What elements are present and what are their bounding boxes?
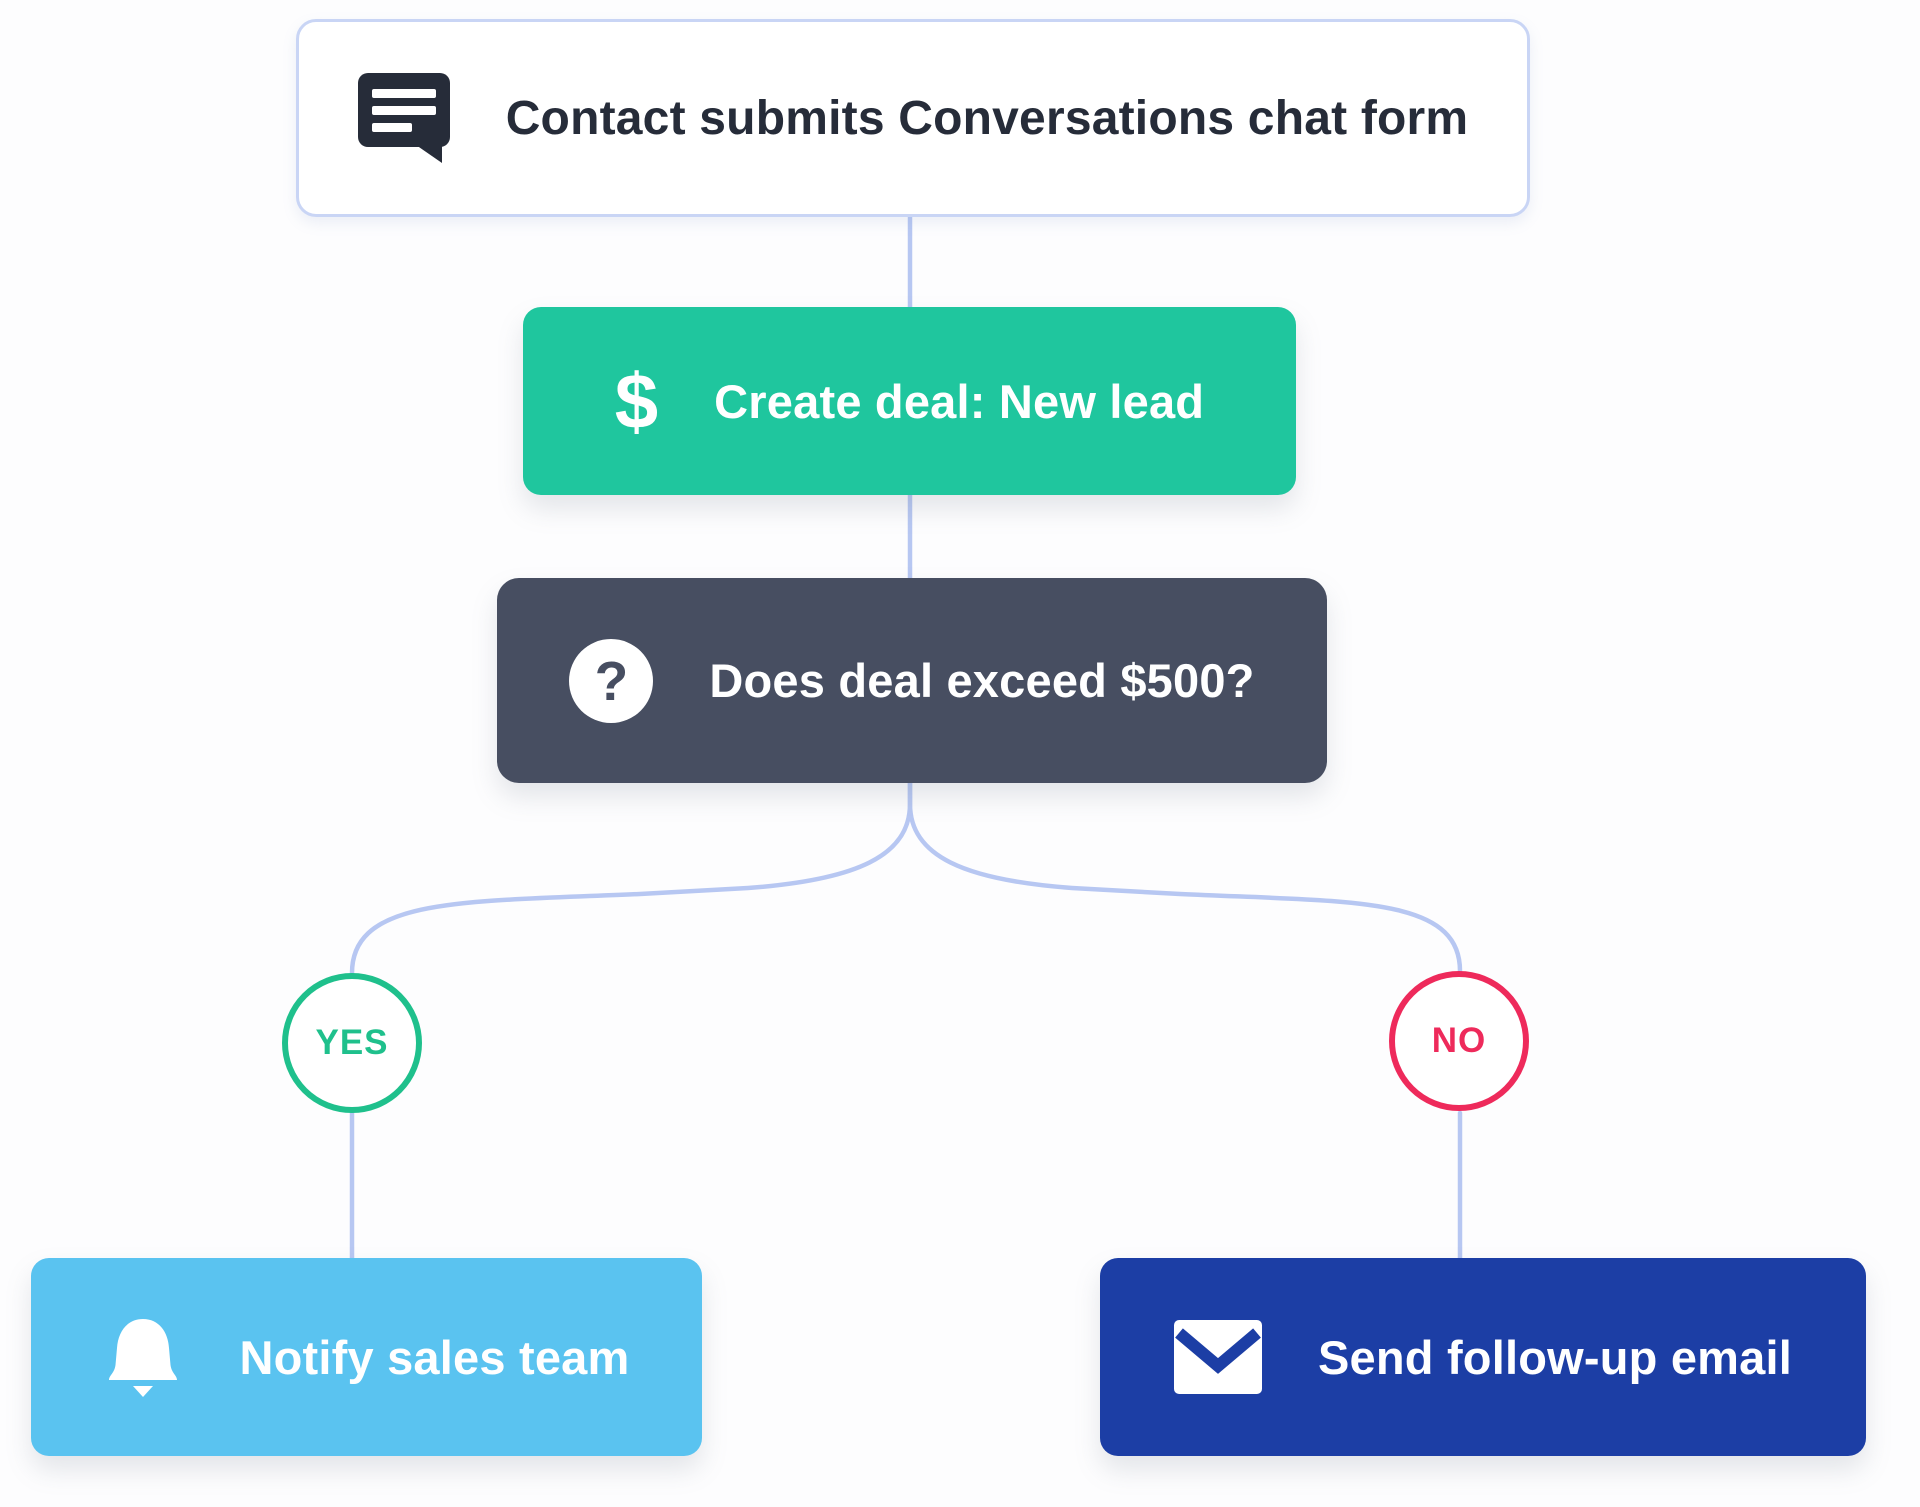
notify-label: Notify sales team	[239, 1330, 630, 1384]
dollar-icon: $	[614, 357, 659, 445]
bell-icon	[103, 1315, 183, 1399]
trigger-node[interactable]: Contact submits Conversations chat form	[296, 19, 1530, 217]
no-badge[interactable]: NO	[1389, 971, 1529, 1111]
followup-email-label: Send follow-up email	[1317, 1330, 1793, 1384]
connector-branch-yes	[349, 780, 913, 976]
connector-branch-no	[907, 780, 1463, 974]
envelope-icon	[1173, 1320, 1262, 1394]
condition-node[interactable]: ? Does deal exceed $500?	[497, 578, 1327, 783]
followup-email-node[interactable]: Send follow-up email	[1100, 1258, 1866, 1456]
question-icon: ?	[569, 638, 654, 723]
trigger-label: Contact submits Conversations chat form	[505, 91, 1469, 145]
yes-badge[interactable]: YES	[282, 973, 422, 1113]
yes-label: YES	[315, 1023, 389, 1062]
create-deal-node[interactable]: $ Create deal: New lead	[523, 307, 1296, 495]
condition-label: Does deal exceed $500?	[709, 654, 1255, 707]
no-label: NO	[1431, 1021, 1487, 1060]
notify-node[interactable]: Notify sales team	[31, 1258, 702, 1456]
chat-icon	[357, 73, 450, 163]
create-deal-label: Create deal: New lead	[714, 374, 1205, 428]
